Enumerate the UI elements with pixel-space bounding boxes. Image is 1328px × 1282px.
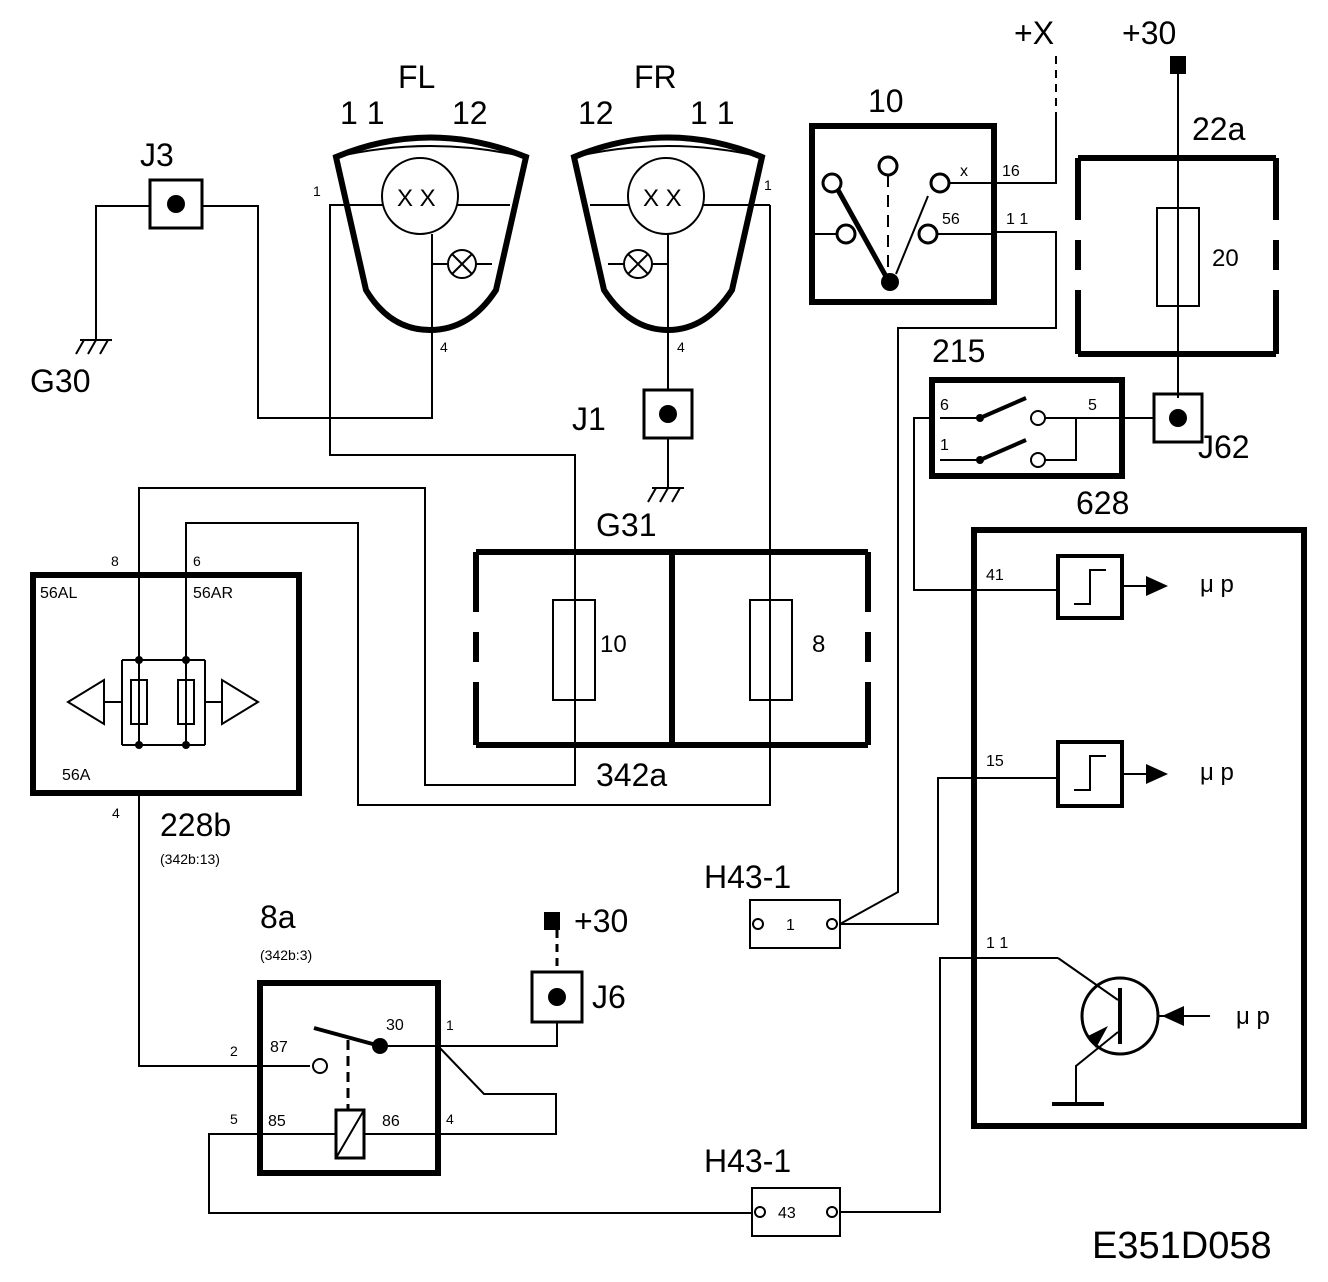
relay8a-86: 86 [382, 1113, 400, 1130]
fr-pin-right: 1 1 [690, 95, 734, 131]
j6-label: J6 [592, 979, 626, 1015]
connector-h43-bottom [751, 1187, 841, 1237]
ground-g31-icon [647, 487, 684, 503]
arrow-left-icon [66, 678, 105, 726]
g31-label: G31 [596, 507, 656, 543]
connector-j6 [530, 970, 584, 1024]
fusebox-label: 342a [596, 757, 667, 793]
g30-label: G30 [30, 363, 90, 399]
h43-bottom-pin: 43 [778, 1205, 796, 1222]
relay-8a [257, 980, 441, 1176]
relay-215 [929, 377, 1125, 479]
fuse-b-value: 8 [812, 631, 825, 658]
fuse22a-value: 20 [1212, 245, 1239, 272]
fl-label: FL [398, 59, 435, 95]
h43-bottom-label: H43-1 [704, 1143, 791, 1179]
module228b-56ar: 56AR [193, 585, 233, 602]
relay8a-label: 8a [260, 899, 296, 935]
mu-p-1: μ p [1200, 571, 1234, 598]
fr-pin1: 1 [764, 177, 772, 193]
fl-pin-right: 12 [452, 95, 488, 131]
module228b-ref: (342b:13) [160, 851, 220, 867]
module228b-pin8: 8 [111, 553, 119, 569]
fusebox-342a [473, 549, 871, 748]
fr-label: FR [634, 59, 677, 95]
supply-plus30-top-icon [1170, 56, 1186, 74]
relay8a-pin5: 5 [230, 1111, 238, 1127]
relay8a-ref: (342b:3) [260, 947, 312, 963]
fr-lamp-label: X X [643, 185, 682, 212]
headlamp-fl: X X [332, 134, 530, 334]
switch10-label: 10 [868, 83, 904, 119]
connector-h43-top [749, 899, 841, 949]
switch10-56: 56 [942, 211, 960, 228]
module228b-label: 228b [160, 807, 231, 843]
connector-j1 [642, 388, 694, 440]
plus-x-label: +X [1014, 15, 1054, 51]
unit628-11: 1 1 [986, 935, 1008, 952]
fl-pin4: 4 [440, 339, 448, 355]
relay215-pin5: 5 [1088, 397, 1097, 414]
switch10-x: x [960, 163, 968, 180]
relay8a-85: 85 [268, 1113, 286, 1130]
fl-lamp-label: X X [397, 185, 436, 212]
relay8a-pin4: 4 [446, 1111, 454, 1127]
j62-label: J62 [1198, 429, 1250, 465]
control-unit-628 [971, 527, 1307, 1129]
relay215-pin6: 6 [940, 397, 949, 414]
fuse-a-value: 10 [600, 631, 627, 658]
connector-j3 [148, 178, 204, 230]
relay8a-pin1: 1 [446, 1017, 454, 1033]
unit628-label: 628 [1076, 485, 1129, 521]
relay8a-pin2: 2 [230, 1043, 238, 1059]
plus30-top-label: +30 [1122, 15, 1176, 51]
diagram-id: E351D058 [1092, 1225, 1272, 1267]
supply-plus30-bottom-icon [544, 912, 560, 930]
fl-pin-left: 1 1 [340, 95, 384, 131]
switch-10 [809, 123, 997, 305]
unit628-15: 15 [986, 753, 1004, 770]
ground-g30-icon [75, 339, 112, 355]
fuse-22a [1075, 155, 1279, 357]
relay215-pin1: 1 [940, 437, 949, 454]
module-228b [30, 572, 302, 796]
fuse22a-label: 22a [1192, 111, 1246, 147]
fr-pin-left: 12 [578, 95, 614, 131]
arrow-right-icon [221, 678, 260, 726]
unit628-41: 41 [986, 567, 1004, 584]
module228b-pin6: 6 [193, 553, 201, 569]
module228b-56a: 56A [62, 767, 91, 784]
module228b-56al: 56AL [40, 585, 77, 602]
mu-p-3: μ p [1236, 1003, 1270, 1030]
relay215-label: 215 [932, 333, 985, 369]
headlamp-fr: X X [570, 134, 770, 334]
h43-top-pin: 1 [786, 917, 795, 934]
relay8a-87: 87 [270, 1039, 288, 1056]
relay8a-30: 30 [386, 1017, 404, 1034]
fr-pin4: 4 [677, 339, 685, 355]
connector-j62 [1152, 392, 1204, 444]
plus30-bottom-label: +30 [574, 903, 628, 939]
j1-label: J1 [572, 401, 606, 437]
j3-label: J3 [140, 137, 174, 173]
fl-pin1: 1 [313, 183, 321, 199]
switch10-16: 16 [1002, 163, 1020, 180]
switch10-11: 1 1 [1006, 211, 1028, 228]
mu-p-2: μ p [1200, 759, 1234, 786]
h43-top-label: H43-1 [704, 859, 791, 895]
module228b-pin4: 4 [112, 805, 120, 821]
